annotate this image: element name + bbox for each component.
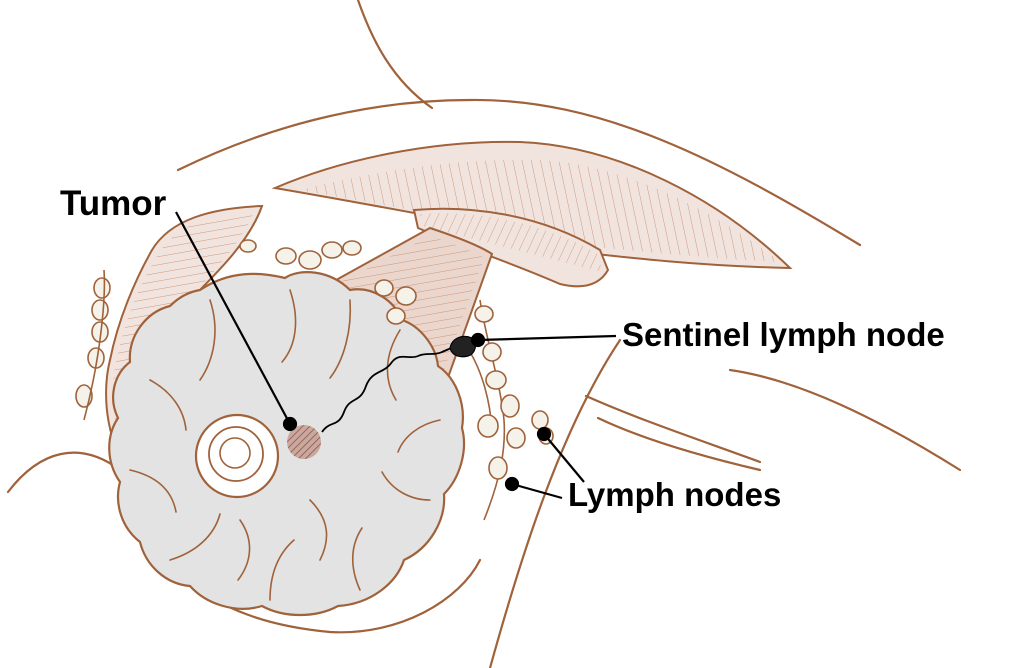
sentinel-leader-line	[477, 334, 617, 342]
tumor-label: Tumor	[60, 184, 167, 223]
breast-lobe-lines	[129, 289, 441, 601]
sentinel-leader-dot	[470, 332, 486, 348]
sentinel-lymph-node	[449, 335, 477, 358]
lymph-nodes-leader-dot-1	[536, 426, 552, 442]
lymph-nodes-leader-line-1	[543, 433, 585, 483]
axillary-lymph-nodes	[469, 299, 554, 521]
breast-tissue	[108, 271, 466, 617]
body-outline	[6, 0, 962, 668]
nipple	[194, 413, 280, 499]
lymph-channel	[321, 345, 457, 433]
lymph-nodes-label: Lymph nodes	[568, 476, 782, 513]
sentinel-lymph-node-label: Sentinel lymph node	[622, 316, 945, 353]
lymph-node-chain-left	[75, 269, 111, 421]
pectoralis-major-fibers	[300, 159, 780, 262]
tumor-leader-line	[175, 211, 291, 425]
lymph-node-chain-upper	[239, 239, 417, 325]
tumor-leader-dot	[282, 416, 298, 432]
lymph-nodes-leader-dot-2	[504, 476, 520, 492]
lymph-nodes-leader-line-2	[511, 482, 563, 500]
leader-lines	[175, 211, 617, 500]
